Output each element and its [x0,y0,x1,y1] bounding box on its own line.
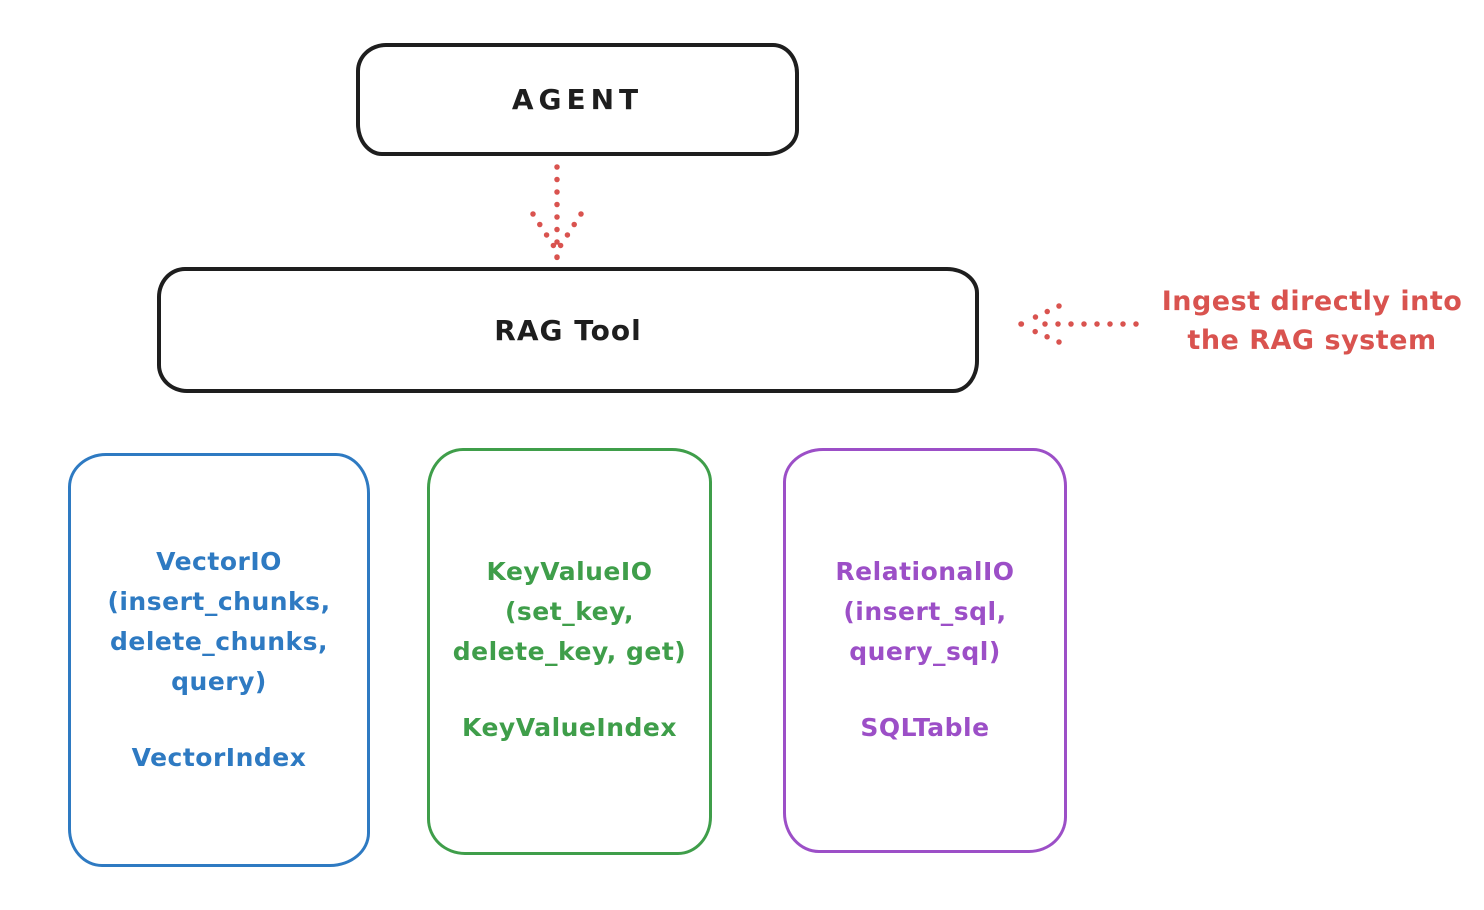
ingest-annotation: Ingest directly into the RAG system [1143,282,1481,360]
keyvalue-io-line: delete_key, get) [452,637,687,666]
vector-index-label: VectorIndex [131,743,307,772]
vector-io-line: delete_chunks, [110,627,328,656]
vector-io-line: (insert_chunks, [107,587,331,616]
keyvalue-index-label: KeyValueIndex [462,713,677,742]
rag-tool-node: RAG Tool [157,267,979,393]
rag-tool-label: RAG Tool [494,313,642,347]
relational-io-node: RelationalIO (insert_sql, query_sql) SQL… [783,448,1067,853]
agent-node: AGENT [356,43,799,156]
relational-io-line: RelationalIO [835,557,1015,586]
ingest-annotation-line: Ingest directly into [1161,286,1463,317]
vector-io-line: query) [171,667,267,696]
keyvalue-io-line: (set_key, [505,597,634,626]
sql-table-label: SQLTable [860,713,990,742]
relational-io-line: (insert_sql, [843,597,1007,626]
relational-io-line: query_sql) [849,637,1001,666]
keyvalue-io-node: KeyValueIO (set_key, delete_key, get) Ke… [427,448,712,855]
vector-io-node: VectorIO (insert_chunks, delete_chunks, … [68,453,370,867]
vector-io-line: VectorIO [156,547,282,576]
agent-label: AGENT [511,83,644,116]
agent-to-rag-arrow-icon [530,164,584,261]
keyvalue-io-line: KeyValueIO [486,557,653,586]
ingest-annotation-line: the RAG system [1187,325,1437,356]
ingest-arrow-icon [1018,303,1139,345]
